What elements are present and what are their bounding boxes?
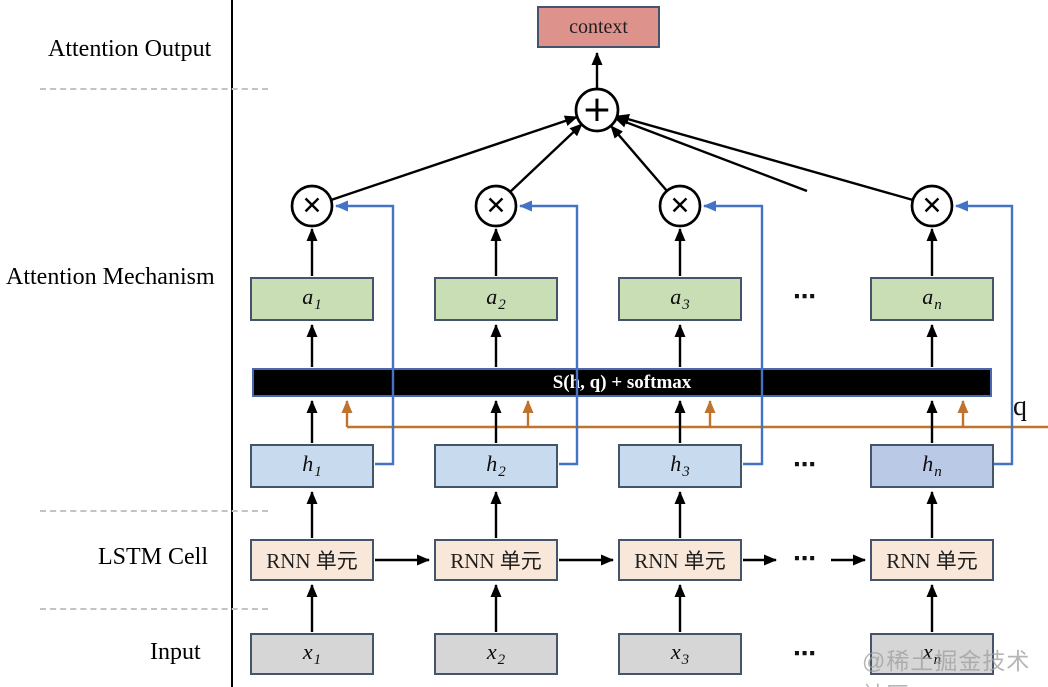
rnn-cell-label-2: RNN 单元	[450, 549, 542, 573]
input-box-2: x2	[434, 633, 558, 675]
input-box-1: x1	[250, 633, 374, 675]
context-label: context	[569, 15, 628, 38]
attention-weight-label-3: a3	[670, 284, 690, 313]
sum-node-symbol: +	[581, 89, 613, 130]
attention-weight-box-n: an	[870, 277, 994, 321]
hidden-state-box-n: hn	[870, 444, 994, 488]
ellipsis-attention-row: ⋯	[793, 284, 817, 310]
input-box-n: xn	[870, 633, 994, 675]
section-divider-dashed-1	[40, 88, 268, 90]
attention-weight-box-3: a3	[618, 277, 742, 321]
ellipsis-input-row: ⋯	[793, 641, 817, 667]
product-node-symbol-1: ✕	[301, 191, 323, 220]
input-label-2: x2	[486, 639, 506, 668]
input-label-3: x3	[670, 639, 690, 668]
product-node-symbol-3: ✕	[669, 191, 691, 220]
rnn-cell-label-1: RNN 单元	[266, 549, 358, 573]
attention-weight-label-1: a1	[302, 284, 322, 313]
attention-weight-label-n: an	[922, 284, 942, 313]
rnn-cell-box-2: RNN 单元	[434, 539, 558, 581]
rnn-cell-box-3: RNN 单元	[618, 539, 742, 581]
softmax-bar-label: S(h, q) + softmax	[552, 371, 692, 393]
rnn-cell-label-n: RNN 单元	[886, 549, 978, 573]
input-box-3: x3	[618, 633, 742, 675]
sidebar-label-input: Input	[150, 639, 201, 665]
ellipsis-hidden-row: ⋯	[793, 452, 817, 478]
attention-weight-box-1: a1	[250, 277, 374, 321]
product-node-symbol-2: ✕	[485, 191, 507, 220]
hidden-state-box-2: h2	[434, 444, 558, 488]
sidebar-label-lstm-cell: LSTM Cell	[98, 544, 209, 570]
rnn-cell-box-n: RNN 单元	[870, 539, 994, 581]
sidebar-label-attention-mechanism: Attention Mechanism	[6, 264, 215, 290]
hidden-state-label-1: h1	[302, 451, 322, 480]
softmax-bar: S(h, q) + softmax	[252, 368, 992, 397]
context-box: context	[537, 6, 660, 48]
ellipsis-rnn-row: ⋯	[793, 546, 817, 572]
watermark: @稀土掘金技术社区	[862, 648, 1031, 687]
product-node-symbol-n: ✕	[921, 191, 943, 220]
feedback-lines	[335, 200, 1014, 466]
rnn-cell-box-1: RNN 单元	[250, 539, 374, 581]
hidden-state-box-3: h3	[618, 444, 742, 488]
section-divider-dashed-3	[40, 608, 268, 610]
query-label: q	[1013, 391, 1027, 422]
hidden-state-label-2: h2	[486, 451, 506, 480]
input-label-1: x1	[302, 639, 322, 668]
product-node-circles	[290, 184, 954, 228]
hidden-state-box-1: h1	[250, 444, 374, 488]
query-lines	[341, 400, 1048, 429]
attention-weight-box-2: a2	[434, 277, 558, 321]
sidebar-label-attention-output: Attention Output	[48, 36, 212, 62]
rnn-cell-label-3: RNN 单元	[634, 549, 726, 573]
input-label-n: xn	[922, 639, 942, 668]
attention-weight-label-2: a2	[486, 284, 506, 313]
hidden-state-label-n: hn	[922, 451, 942, 480]
section-divider-dashed-2	[40, 510, 268, 512]
hidden-state-label-3: h3	[670, 451, 690, 480]
section-divider-vertical	[231, 0, 233, 687]
